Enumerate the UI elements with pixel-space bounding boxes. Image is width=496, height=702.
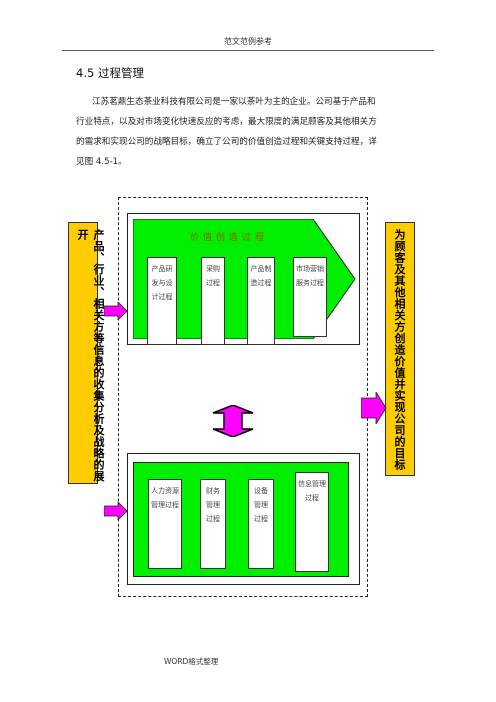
process-label-marketing: 市场营销服务过程 [296,265,324,287]
process-label-information: 信息管理过程 [298,480,326,502]
process-label-manufacturing: 产品制造过程 [250,265,272,287]
process-label-equipment: 设备管理过程 [254,487,268,523]
process-box-finance: 财务管理过程 [200,479,226,569]
right-output-arrow [361,392,387,424]
output-value-box: 为顾客及其他相关方创造价值并实现公司的目标 [385,222,415,476]
process-box-manufacturing: 产品制造过程 [247,257,275,345]
process-label-finance: 财务管理过程 [206,487,220,523]
header-divider [62,50,434,51]
paragraph-line-2: 行业特点，以及对市场变化快速反应的考虑，最大限度的满足顾客及其他相关方 [76,117,377,127]
section-title: 4.5 过程管理 [76,66,144,80]
output-value-label: 为顾客及其他相关方创造价值并实现公司的目标 [393,229,406,471]
page-footer: WORD格式整理 [164,657,219,666]
input-info-box: 产品、行业、相关方等信息的收集分析及战略的展开 [68,222,105,484]
value-process-title: 价值创造过程 [190,233,269,243]
process-box-hr: 人力资源管理过程 [148,479,182,569]
process-label-procurement: 采购过程 [206,265,220,287]
process-box-equipment: 设备管理过程 [248,479,274,569]
process-label-rnd: 产品研发与设计过程 [151,265,173,301]
input-info-label: 产品、行业、相关方等信息的收集分析及战略的展开 [76,229,105,482]
process-box-marketing: 市场营销服务过程 [293,257,327,337]
process-box-procurement: 采购过程 [201,257,225,345]
process-box-information: 信息管理过程 [295,472,329,572]
left-arrow-top [104,302,128,320]
process-box-rnd: 产品研发与设计过程 [147,257,177,345]
page-header: 范文范例参考 [224,37,272,46]
diagram-dashed-frame [118,197,368,597]
vertical-double-arrow [212,405,254,437]
paragraph-line-4: 见图 4.5-1。 [76,157,127,167]
process-label-hr: 人力资源管理过程 [151,487,179,509]
paragraph-line-3: 的需求和实现公司的战略目标，确立了公司的价值创造过程和关键支持过程，详 [76,137,377,147]
left-arrow-bottom [104,502,128,520]
paragraph-line-1: 江苏茗鼎生态茶业科技有限公司是一家以茶叶为主的企业。公司基于产品和 [92,97,376,107]
